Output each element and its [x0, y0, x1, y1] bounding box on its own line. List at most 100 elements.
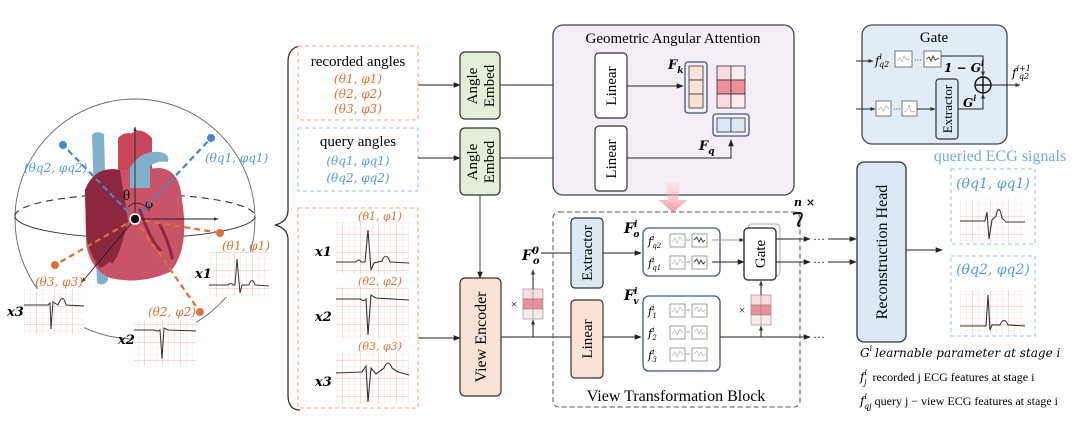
signal-x2: (θ2, φ2) x2	[314, 275, 410, 339]
angle-embed-recorded-line2: Embed	[482, 64, 498, 107]
angle-embed-recorded-line1: Angle	[465, 67, 481, 104]
ecg-thumb-x2	[134, 320, 197, 366]
signal-x3-label: x3	[314, 375, 332, 390]
recorded-point-1	[216, 229, 224, 237]
gate-detail-title: Gate	[920, 30, 949, 46]
gate-feat-thumb-3	[875, 100, 892, 117]
attention-matrix	[716, 65, 746, 109]
geometric-angular-attention-block	[552, 24, 795, 196]
angle-embed-query-line1: Angle	[465, 143, 481, 180]
gate-feat-thumb-2	[923, 50, 942, 68]
vtb-title: View Transformation Block	[587, 388, 766, 405]
query-angles-title: query angles	[320, 134, 396, 150]
recorded-angle-3: (θ3, φ3)	[334, 102, 382, 116]
signal-x2-angle: (θ2, φ2)	[358, 275, 402, 288]
repeat-loop-icon	[792, 211, 803, 227]
signal-x1-label: x1	[314, 245, 332, 260]
query-line-2	[62, 144, 136, 220]
output-ecg-trace-1	[960, 208, 1025, 240]
x3-label: x3	[6, 305, 24, 320]
repeat-label: n ×	[794, 196, 815, 209]
recorded-line-1	[134, 217, 221, 235]
outputs-title: queried ECG signals	[934, 148, 1066, 165]
recorded-angle-2: (θ2, φ2)	[334, 87, 382, 101]
fq-label: Fq	[698, 139, 715, 157]
weight-vector-1	[522, 288, 544, 320]
query-point-2-label: (θq2, φq2)	[24, 161, 88, 175]
gate-1-minus-path	[941, 55, 985, 77]
recorded-line-3	[54, 218, 136, 266]
linear-v-label: Linear	[580, 319, 596, 358]
query-point-1	[207, 134, 215, 142]
query-feature-row-2-thumb-a	[669, 255, 686, 270]
gate	[743, 227, 777, 281]
recorded-feature-row-1-thumb-a	[669, 303, 686, 318]
signal-x3-angle: (θ3, φ3)	[358, 340, 402, 353]
gate-feat-thumb-4	[901, 100, 918, 117]
gate-dots-2: ···	[893, 105, 901, 114]
attention-to-vtb-arrow	[658, 182, 688, 212]
recorded-line-2	[134, 218, 201, 313]
ecg-trace-x3	[335, 362, 410, 403]
gate-dots-1: ···	[914, 56, 922, 65]
recorded-angles-title: recorded angles	[311, 54, 406, 70]
weight-vector-2	[750, 294, 772, 326]
output-ecg-grid-2	[960, 290, 1025, 334]
signal-x1: (θ1, φ1) x1	[314, 210, 410, 274]
query-feature-row-1-thumb-a	[669, 233, 686, 248]
gate-g-label: Gi	[963, 93, 976, 110]
fk-vector	[684, 61, 708, 114]
ecg-thumb-x1	[209, 252, 270, 297]
ellipsis-2: ···	[813, 255, 825, 269]
theta-label: θ	[123, 188, 130, 204]
ellipsis-1: ···	[813, 232, 825, 246]
fq-vector	[712, 113, 750, 137]
query-angle-2: (θq2, φq2)	[326, 171, 390, 185]
signal-x1-angle: (θ1, φ1)	[358, 210, 402, 223]
recorded-angle-1: (θ1, φ1)	[334, 72, 382, 86]
ellipsis-3: ···	[813, 330, 825, 344]
gaa-title: Geometric Angular Attention	[586, 31, 761, 47]
signal-x3: (θ3, φ3) x3	[314, 340, 410, 404]
x1-label: x1	[194, 267, 212, 282]
arrow-linear-q-to-fq	[627, 139, 734, 159]
sphere-illustration: θ φ (θq1, φq1) (θq2, φq2) (θ1, φ1) (θ2, …	[6, 98, 270, 366]
query-point-2	[59, 141, 67, 149]
reconstruction-head-label: Reconstruction Head	[874, 185, 891, 320]
ecg-trace-x2	[336, 294, 410, 336]
recorded-point-2-label: (θ2, φ2)	[148, 305, 196, 319]
gate-g-path	[958, 93, 985, 110]
reconstruction-head	[856, 161, 907, 343]
ecg-grid-x2	[336, 287, 409, 339]
gate-extractor-label: Extractor	[940, 84, 955, 133]
linear-k-label: Linear	[604, 66, 620, 105]
times-symbol-1: ×	[511, 297, 518, 311]
output-ecg-trace-2	[960, 294, 1026, 331]
recorded-point-3	[51, 261, 59, 269]
recorded-angles-box	[297, 45, 419, 121]
view-encoder-label: View Encoder	[473, 291, 490, 383]
x2-label: x2	[117, 333, 135, 348]
query-angles-box	[297, 127, 419, 192]
ecg-trace-x1	[336, 229, 410, 271]
query-point-1-label: (θq1, φq1)	[205, 151, 269, 165]
times-symbol-2: ×	[739, 303, 746, 317]
origin-point	[129, 213, 141, 225]
recorded-point-2	[196, 308, 204, 316]
angle-embed-query-line2: Embed	[482, 140, 498, 183]
fk-label: Fk	[667, 58, 683, 76]
gate-feat-thumb-1	[894, 50, 913, 68]
